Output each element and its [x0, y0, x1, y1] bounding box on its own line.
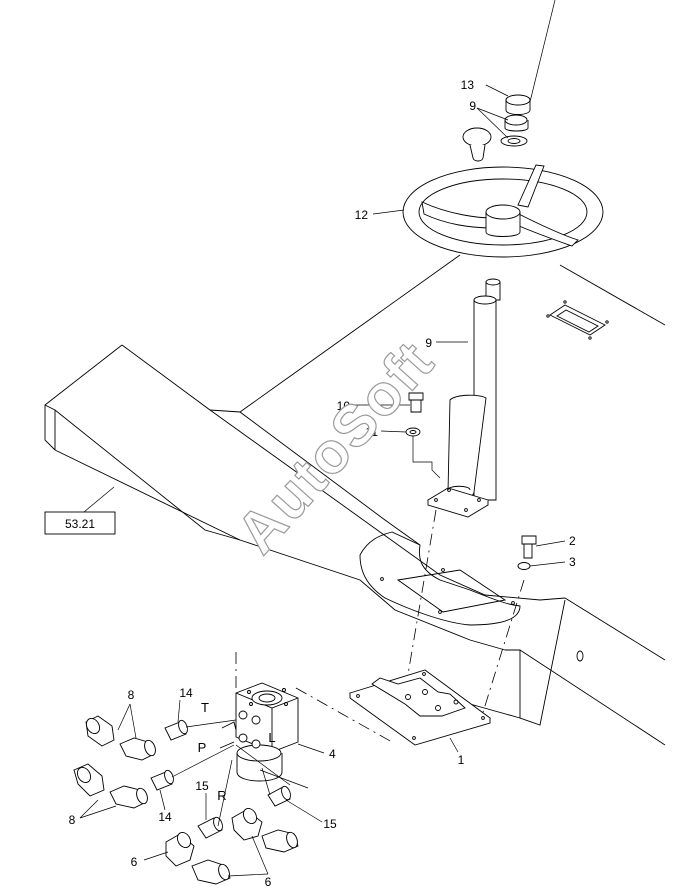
- steering-column: [426, 278, 501, 518]
- port-label-t: T: [201, 700, 209, 715]
- watermark: AutoSoft: [224, 328, 447, 565]
- callout-labels: 13 9 12 9 10 11 2 3 4 1 8 8 14 14 15 15 …: [69, 78, 576, 889]
- steering-cap-assembly: [500, 94, 531, 147]
- leader-lines: [79, 84, 566, 877]
- callout-15-left: 15: [195, 779, 209, 793]
- callout-6-bottom: 6: [265, 875, 272, 889]
- callout-6-left: 6: [131, 855, 138, 869]
- callout-9-top: 9: [469, 99, 476, 113]
- connection-lines: [171, 719, 309, 827]
- mounting-plate: [349, 669, 491, 746]
- callout-12: 12: [355, 208, 369, 222]
- callout-10: 10: [337, 399, 351, 413]
- reference-box[interactable]: 53.21: [44, 511, 116, 535]
- column-bolt: [405, 392, 441, 479]
- callout-3: 3: [569, 555, 576, 569]
- centre-line: [527, 0, 556, 111]
- callout-4: 4: [329, 747, 336, 761]
- callout-13: 13: [461, 78, 475, 92]
- callout-9-column: 9: [425, 336, 432, 350]
- hood-panel: [44, 254, 666, 746]
- fittings-15: [197, 785, 291, 839]
- steering-valve-unit: [219, 682, 299, 782]
- steering-wheel: [402, 164, 604, 258]
- fittings-8-top: [85, 715, 156, 761]
- spinner-knob: [462, 127, 492, 162]
- port-label-p: P: [198, 740, 207, 755]
- callout-15-right: 15: [323, 817, 337, 831]
- callout-8-bottom: 8: [69, 813, 76, 827]
- callout-8-top: 8: [128, 688, 135, 702]
- alignment-lines: [235, 509, 525, 743]
- callout-14-bottom: 14: [158, 810, 172, 824]
- reference-box-label: 53.21: [65, 517, 95, 531]
- fittings-14: [150, 719, 188, 791]
- callout-14-top: 14: [179, 686, 193, 700]
- plate-bolt: [517, 535, 537, 570]
- fittings-8-bottom: [73, 763, 148, 809]
- port-labels: T L P R: [198, 700, 276, 803]
- callout-1: 1: [458, 753, 465, 767]
- callout-2: 2: [569, 534, 576, 548]
- port-label-r: R: [217, 788, 226, 803]
- port-label-l: L: [268, 730, 275, 745]
- callout-11: 11: [366, 425, 379, 439]
- fittings-6: [165, 808, 299, 885]
